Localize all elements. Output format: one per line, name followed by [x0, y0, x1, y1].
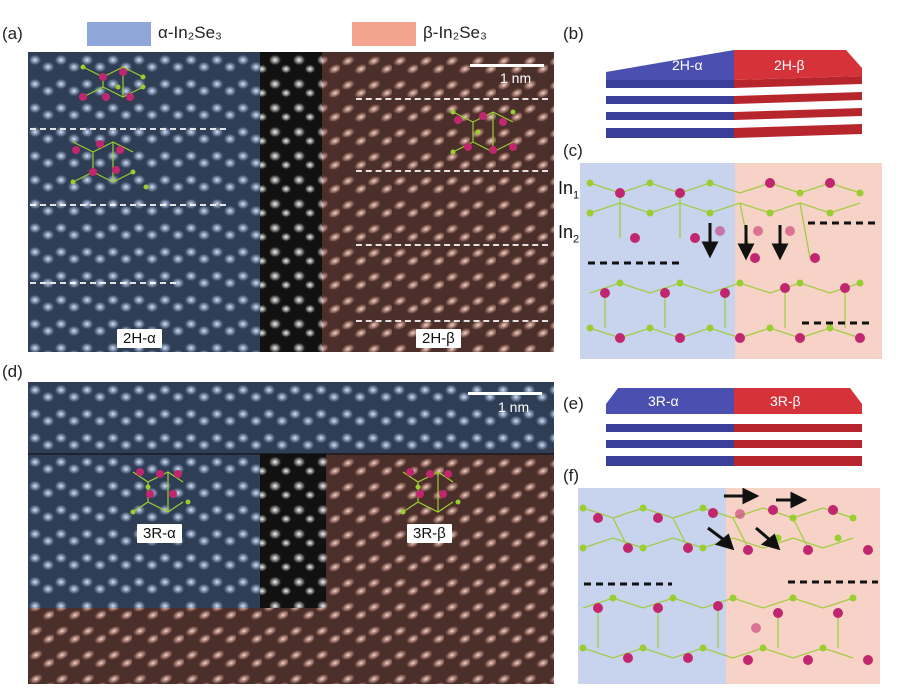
se-atoms-3r	[579, 504, 857, 652]
label-2h-beta: 2H-β	[416, 329, 461, 348]
beta-legend-swatch	[352, 22, 416, 46]
layer-line	[356, 244, 548, 246]
panel-c-label: (c)	[563, 141, 583, 160]
label-3r-alpha: 3R-α	[137, 524, 182, 543]
stack-2h: 2H-α 2H-β	[606, 48, 862, 144]
label-2h-alpha: 2H-α	[117, 329, 162, 348]
in-atoms-2h	[600, 178, 865, 343]
scale-label-a: 1 nm	[500, 70, 532, 86]
scale-bar-d	[468, 392, 542, 395]
stack-2h-right-label: 2H-β	[774, 57, 805, 73]
stack-3r-right-label: 3R-β	[770, 393, 801, 409]
layer-line	[30, 282, 176, 284]
panel-a-label: (a)	[2, 24, 23, 43]
layer-line	[356, 320, 548, 322]
stack-2h-left-label: 2H-α	[672, 57, 703, 73]
stack-3r-left-label: 3R-α	[648, 393, 679, 409]
atomic-model-3r	[578, 488, 880, 684]
layer-line	[356, 98, 548, 100]
layer-line	[356, 170, 548, 172]
stem-image-2h	[28, 52, 554, 352]
atomic-model-3r-svg	[578, 488, 880, 684]
stack-2h-svg: 2H-α 2H-β	[606, 50, 862, 138]
atomic-model-2h-svg	[580, 163, 882, 359]
beta-legend-label: β-In₂Se₃	[423, 23, 487, 42]
stem-2h-svg	[28, 52, 554, 352]
layer-line	[30, 128, 226, 130]
se-atoms-2h	[586, 179, 864, 332]
panel-b-label: (b)	[563, 24, 584, 43]
scale-bar-a	[470, 64, 544, 67]
stem-image-3r	[28, 382, 554, 684]
atomic-model-2h	[580, 163, 882, 359]
in-atoms-3r	[593, 505, 873, 665]
in2-label: In2	[558, 222, 580, 246]
alpha-legend-swatch	[87, 22, 151, 46]
alpha-legend-label: α-In₂Se₃	[158, 23, 222, 42]
scale-label-d: 1 nm	[498, 399, 530, 415]
panel-d-label: (d)	[2, 362, 23, 381]
stack-3r: 3R-α 3R-β	[606, 380, 862, 476]
panel-f-label: (f)	[563, 466, 580, 485]
label-3r-beta: 3R-β	[407, 524, 452, 543]
panel-e-label: (e)	[563, 394, 584, 413]
in1-label: In1	[558, 178, 580, 202]
stem-3r-svg	[28, 382, 554, 684]
overlay-structure-a1	[82, 66, 144, 98]
layer-line	[30, 204, 226, 206]
stack-3r-svg: 3R-α 3R-β	[606, 388, 862, 466]
